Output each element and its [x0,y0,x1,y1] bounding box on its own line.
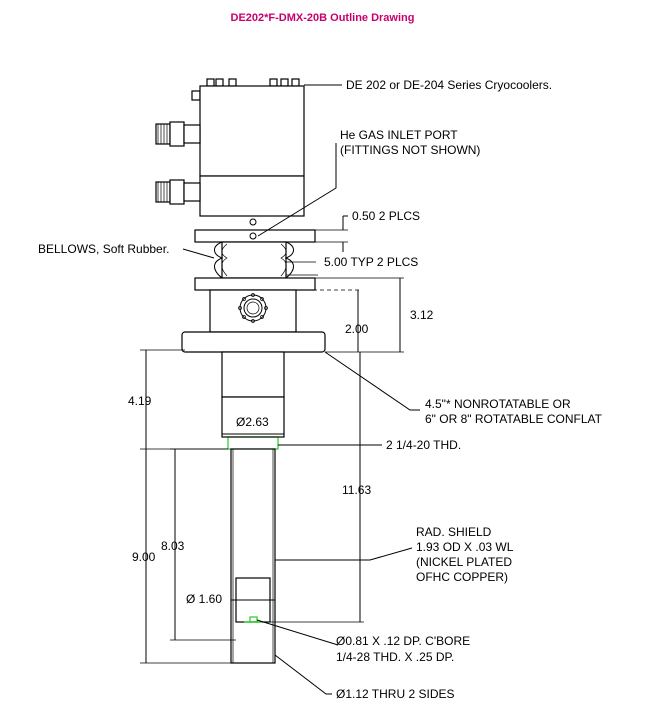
shield-label-1: RAD. SHIELD [416,525,492,539]
gas-inlet-label-2: (FITTINGS NOT SHOWN) [340,143,480,157]
dim-050: 0.50 2 PLCS [352,209,420,223]
dim-312: 3.12 [410,308,434,322]
conflat-label-1: 4.5"* NONROTATABLE OR [425,397,571,411]
cbore-label-2: 1/4-28 THD. X .25 DP. [336,650,454,664]
connector-lower [155,179,201,205]
thru-label: Ø1.12 THRU 2 SIDES [336,687,455,701]
dim-803: 8.03 [161,539,185,553]
shield-label-4: OFHC COPPER) [416,570,508,584]
conflat-flange [181,331,326,353]
thread-highlight [227,436,279,450]
gas-inlet-label-1: He GAS INLET PORT [340,128,458,142]
cryocooler-label: DE 202 or DE-204 Series Cryocoolers. [346,78,552,92]
dim-500: 5.00 TYP 2 PLCS [324,255,418,269]
dim-160: Ø 1.60 [186,592,222,606]
cold-finger [221,351,285,664]
bellows-label: BELLOWS, Soft Rubber. [38,242,169,256]
cbore-label-1: Ø0.81 X .12 DP. C'BORE [336,634,470,648]
shield-label-2: 1.93 OD X .03 WL [416,540,514,554]
bellows [214,241,294,279]
drawing-title: DE202*F-DMX-20B Outline Drawing [230,12,415,24]
connector-upper [155,121,201,147]
conflat-label-2: 6" OR 8" ROTATABLE CONFLAT [425,412,603,426]
dim-1163: 11.63 [342,483,371,497]
dim-419: 4.19 [128,394,152,408]
vacuum-body [209,289,297,333]
dim-200: 2.00 [345,322,369,336]
lower-flange [194,277,316,291]
thread-label: 2 1/4-20 THD. [386,438,461,452]
upper-flange [194,229,316,243]
shield-label-3: (NICKEL PLATED [416,555,512,569]
cryocooler-head [191,78,305,226]
dim-900: 9.00 [132,550,156,564]
dim-263: Ø2.63 [236,415,269,429]
